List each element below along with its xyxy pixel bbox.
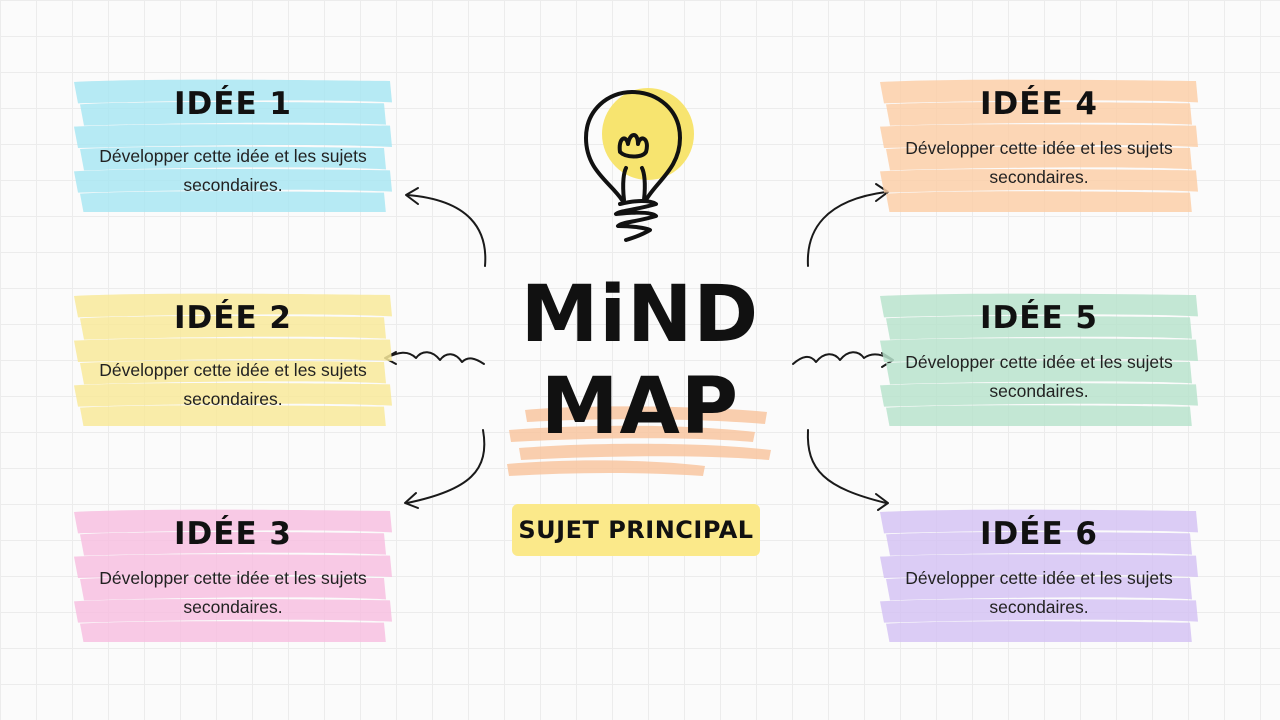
brush-stroke: [80, 146, 386, 171]
brush-stroke: [80, 576, 386, 601]
idea-card-4[interactable]: IDÉE 4 Développer cette idée et les suje…: [878, 78, 1200, 212]
arrow-to-idea-6: [806, 429, 887, 504]
brush-stroke: [80, 315, 386, 340]
brush-stroke: [886, 405, 1192, 426]
idea-description: Développer cette idée et les sujets seco…: [99, 146, 367, 195]
brush-stroke: [880, 79, 1198, 104]
idea-title: IDÉE 6: [980, 516, 1098, 552]
mind-map-title-line-2: MAP: [540, 362, 740, 452]
brush-stroke: [880, 124, 1198, 148]
brush-stroke: [80, 621, 386, 642]
brush-stroke: [74, 509, 392, 534]
arrow-to-idea-3: [406, 429, 486, 504]
idea-description: Développer cette idée et les sujets seco…: [905, 138, 1173, 187]
idea-description: Développer cette idée et les sujets seco…: [99, 360, 367, 409]
arrow-to-idea-5: [792, 351, 893, 365]
idea-title: IDÉE 5: [980, 300, 1098, 336]
brush-stroke: [886, 621, 1192, 642]
brush-stroke: [886, 101, 1192, 126]
brush-stroke: [80, 531, 386, 556]
idea-description: Développer cette idée et les sujets seco…: [905, 352, 1173, 401]
brush-stroke: [74, 168, 392, 193]
brush-stroke: [80, 405, 386, 426]
brush-stroke: [886, 360, 1192, 385]
brush-stroke: [880, 382, 1198, 407]
brush-stroke: [880, 293, 1198, 318]
idea-card-6[interactable]: IDÉE 6 Développer cette idée et les suje…: [878, 508, 1200, 642]
brush-stroke: [886, 191, 1192, 212]
brush-stroke: [74, 293, 392, 318]
brush-stroke: [74, 124, 392, 148]
brush-stroke: [886, 146, 1192, 171]
brush-stroke: [74, 79, 392, 104]
brush-stroke: [74, 338, 392, 362]
brush-stroke: [80, 191, 386, 212]
brush-stroke: [886, 315, 1192, 340]
brush-stroke: [880, 554, 1198, 578]
brush-stroke: [74, 382, 392, 407]
arrow-to-idea-1: [406, 194, 487, 267]
brush-stroke: [880, 598, 1198, 623]
brush-stroke: [880, 509, 1198, 534]
idea-title: IDÉE 1: [174, 86, 292, 122]
idea-card-5[interactable]: IDÉE 5 Développer cette idée et les suje…: [878, 292, 1200, 426]
brush-stroke: [886, 531, 1192, 556]
idea-description: Développer cette idée et les sujets seco…: [905, 568, 1173, 617]
main-subject-label: SUJET PRINCIPAL: [518, 516, 754, 544]
brush-stroke: [880, 338, 1198, 362]
lightbulb-icon: [584, 88, 694, 242]
idea-description: Développer cette idée et les sujets seco…: [99, 568, 367, 617]
idea-title: IDÉE 4: [980, 86, 1098, 122]
arrow-to-idea-2: [385, 351, 485, 365]
brush-stroke: [880, 168, 1198, 193]
idea-title: IDÉE 2: [174, 300, 292, 336]
idea-title: IDÉE 3: [174, 516, 292, 552]
brush-stroke: [74, 554, 392, 578]
brush-background: [880, 509, 1198, 642]
mind-map-title-line-1: MiND: [520, 270, 760, 360]
brush-stroke: [74, 598, 392, 623]
brush-stroke: [80, 101, 386, 126]
brush-background: [74, 79, 392, 212]
arrow-to-idea-4: [806, 191, 887, 267]
brush-swash: [507, 406, 771, 476]
brush-background: [880, 293, 1198, 426]
brush-stroke: [80, 360, 386, 385]
brush-stroke: [886, 576, 1192, 601]
main-subject-badge[interactable]: SUJET PRINCIPAL: [512, 504, 760, 556]
brush-background: [880, 79, 1198, 212]
idea-card-3[interactable]: IDÉE 3 Développer cette idée et les suje…: [72, 508, 394, 642]
idea-card-2[interactable]: IDÉE 2 Développer cette idée et les suje…: [72, 292, 394, 426]
idea-card-1[interactable]: IDÉE 1 Développer cette idée et les suje…: [72, 78, 394, 212]
brush-background: [74, 509, 392, 642]
brush-background: [74, 293, 392, 426]
